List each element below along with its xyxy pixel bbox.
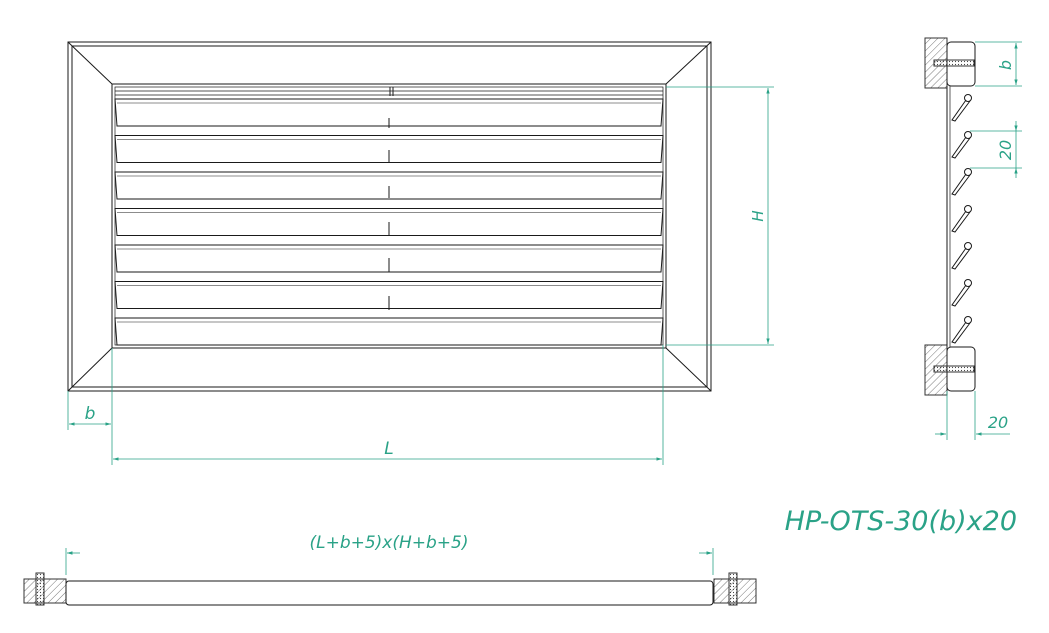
blade [114,208,664,236]
blade [114,135,664,163]
blade-pivot [964,94,972,102]
bottom-view [23,572,757,606]
blade [114,244,664,273]
side-blade [951,136,971,159]
dimension-b-side: b [996,60,1015,70]
dimension-opening: (L+b+5)x(H+b+5) [309,533,468,553]
model-label: HP-OTS-30(b)x20 [785,506,1017,537]
blade [114,98,664,127]
dimension-20-depth: 20 [988,413,1008,432]
side-view [924,37,976,396]
side-blade [951,210,971,233]
blade-pivot [964,242,972,250]
outer-frame [67,41,712,392]
bottom-dimensions [65,548,714,575]
side-blades [951,94,972,344]
blade-pivot [964,279,972,287]
inner-opening [111,83,667,349]
blade-pivot [964,316,972,324]
front-view [67,41,712,392]
side-blade [951,247,971,270]
side-blade [951,284,971,307]
blade-pivot [964,205,972,213]
side-dimensions [935,41,1022,440]
blade [114,171,664,200]
blade [114,317,664,346]
blade-pivot [964,131,972,139]
side-blade [951,99,971,122]
dimension-L: L [384,439,393,459]
dimension-H: H [749,210,767,221]
linkage-rod [388,87,394,310]
front-dimensions [67,86,774,465]
blades [114,98,664,346]
blade [114,281,664,309]
dimension-b-front: b [85,404,96,424]
dimension-20-pitch: 20 [996,140,1015,160]
side-blade [951,173,971,196]
side-blade [951,321,971,344]
outer-frame-inner-edge [71,45,708,388]
blade-pivot [964,168,972,176]
